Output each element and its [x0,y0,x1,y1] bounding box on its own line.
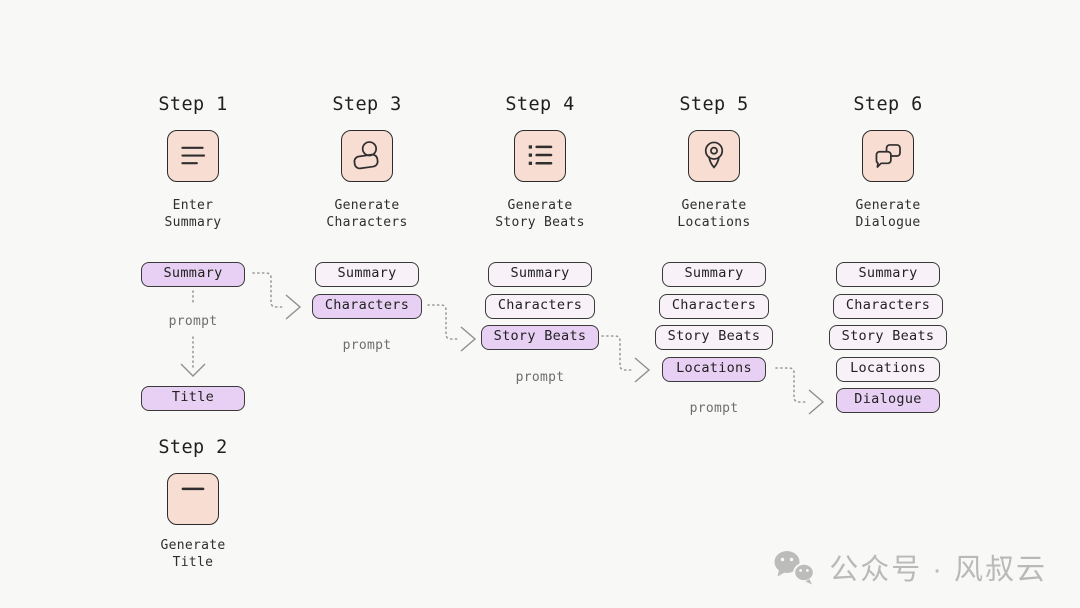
title-line-icon [181,487,205,491]
flow-arrow-right-icon [252,272,302,320]
step-block: Step 6 Generate Dialogue [818,94,958,231]
pill-summary: Summary [662,262,766,287]
pill-locations: Locations [662,356,766,382]
pill-summary: Summary [488,262,592,287]
flow-arrow-right-icon [427,304,477,352]
step-icon-box [167,130,219,182]
step-caption: Generate Characters [326,198,408,230]
pill-characters: Characters [484,293,596,319]
pill-story-beats: Story Beats [480,325,600,350]
step-block: Step 2 Generate Title [123,437,263,571]
wechat-icon [774,550,816,584]
step-block: Step 4 Generate Story Beats [470,94,610,231]
step-caption: Enter Summary [164,198,222,230]
pill-stack: Summary Characters [297,262,437,319]
bullet-list-icon [528,145,553,165]
watermark: 公众号 · 风叔云 [772,546,1047,588]
location-pin-icon [704,141,724,169]
pill-stack: Summary Characters Story Beats [470,262,610,350]
step-icon-box [167,473,219,525]
prompt-label: prompt [168,314,218,329]
pill-summary: Summary [315,262,419,287]
step-caption: Generate Title [160,538,226,570]
step-caption: Generate Story Beats [495,198,585,230]
step-icon-box [862,130,914,182]
step-title: Step 4 [505,94,575,115]
step-block: Step 1 Enter Summary [123,94,263,231]
person-icon [353,141,379,170]
prompt-label: prompt [689,401,739,416]
pill-characters: Characters [311,293,423,319]
chat-bubbles-icon [875,144,901,168]
step-title: Step 5 [679,94,749,115]
pill-stack: Summary [123,262,263,287]
pill-stack: Summary Characters Story Beats Locations [644,262,784,382]
pill-story-beats: Story Beats [828,325,948,350]
watermark-text: 公众号 · 风叔云 [829,554,1047,586]
pill-locations: Locations [836,356,940,382]
step-title: Step 6 [853,94,923,115]
pill-characters: Characters [832,293,944,319]
step-title: Step 1 [158,94,228,115]
pill-stack: Summary Characters Story Beats Locations… [818,262,958,413]
pill-summary: Summary [836,262,940,287]
pill-story-beats: Story Beats [654,325,774,350]
step-title: Step 3 [332,94,402,115]
step-title: Step 2 [158,437,228,458]
pill-summary: Summary [141,262,245,287]
step-icon-box [688,130,740,182]
step-block: Step 3 Generate Characters [297,94,437,231]
document-lines-icon [181,146,206,165]
prompt-label: prompt [515,370,565,385]
prompt-label: prompt [342,338,392,353]
flow-arrow-right-icon [601,335,651,383]
step-caption: Generate Locations [677,198,751,230]
pill-characters: Characters [658,293,770,319]
flow-arrow-down-icon [180,290,206,377]
step-icon-box [341,130,393,182]
flow-arrow-right-icon [775,367,825,415]
pill-dialogue: Dialogue [836,388,940,413]
pill-stack: Title [123,386,263,411]
step-block: Step 5 Generate Locations [644,94,784,231]
step-icon-box [514,130,566,182]
step-caption: Generate Dialogue [855,198,921,230]
pill-title: Title [141,386,245,411]
